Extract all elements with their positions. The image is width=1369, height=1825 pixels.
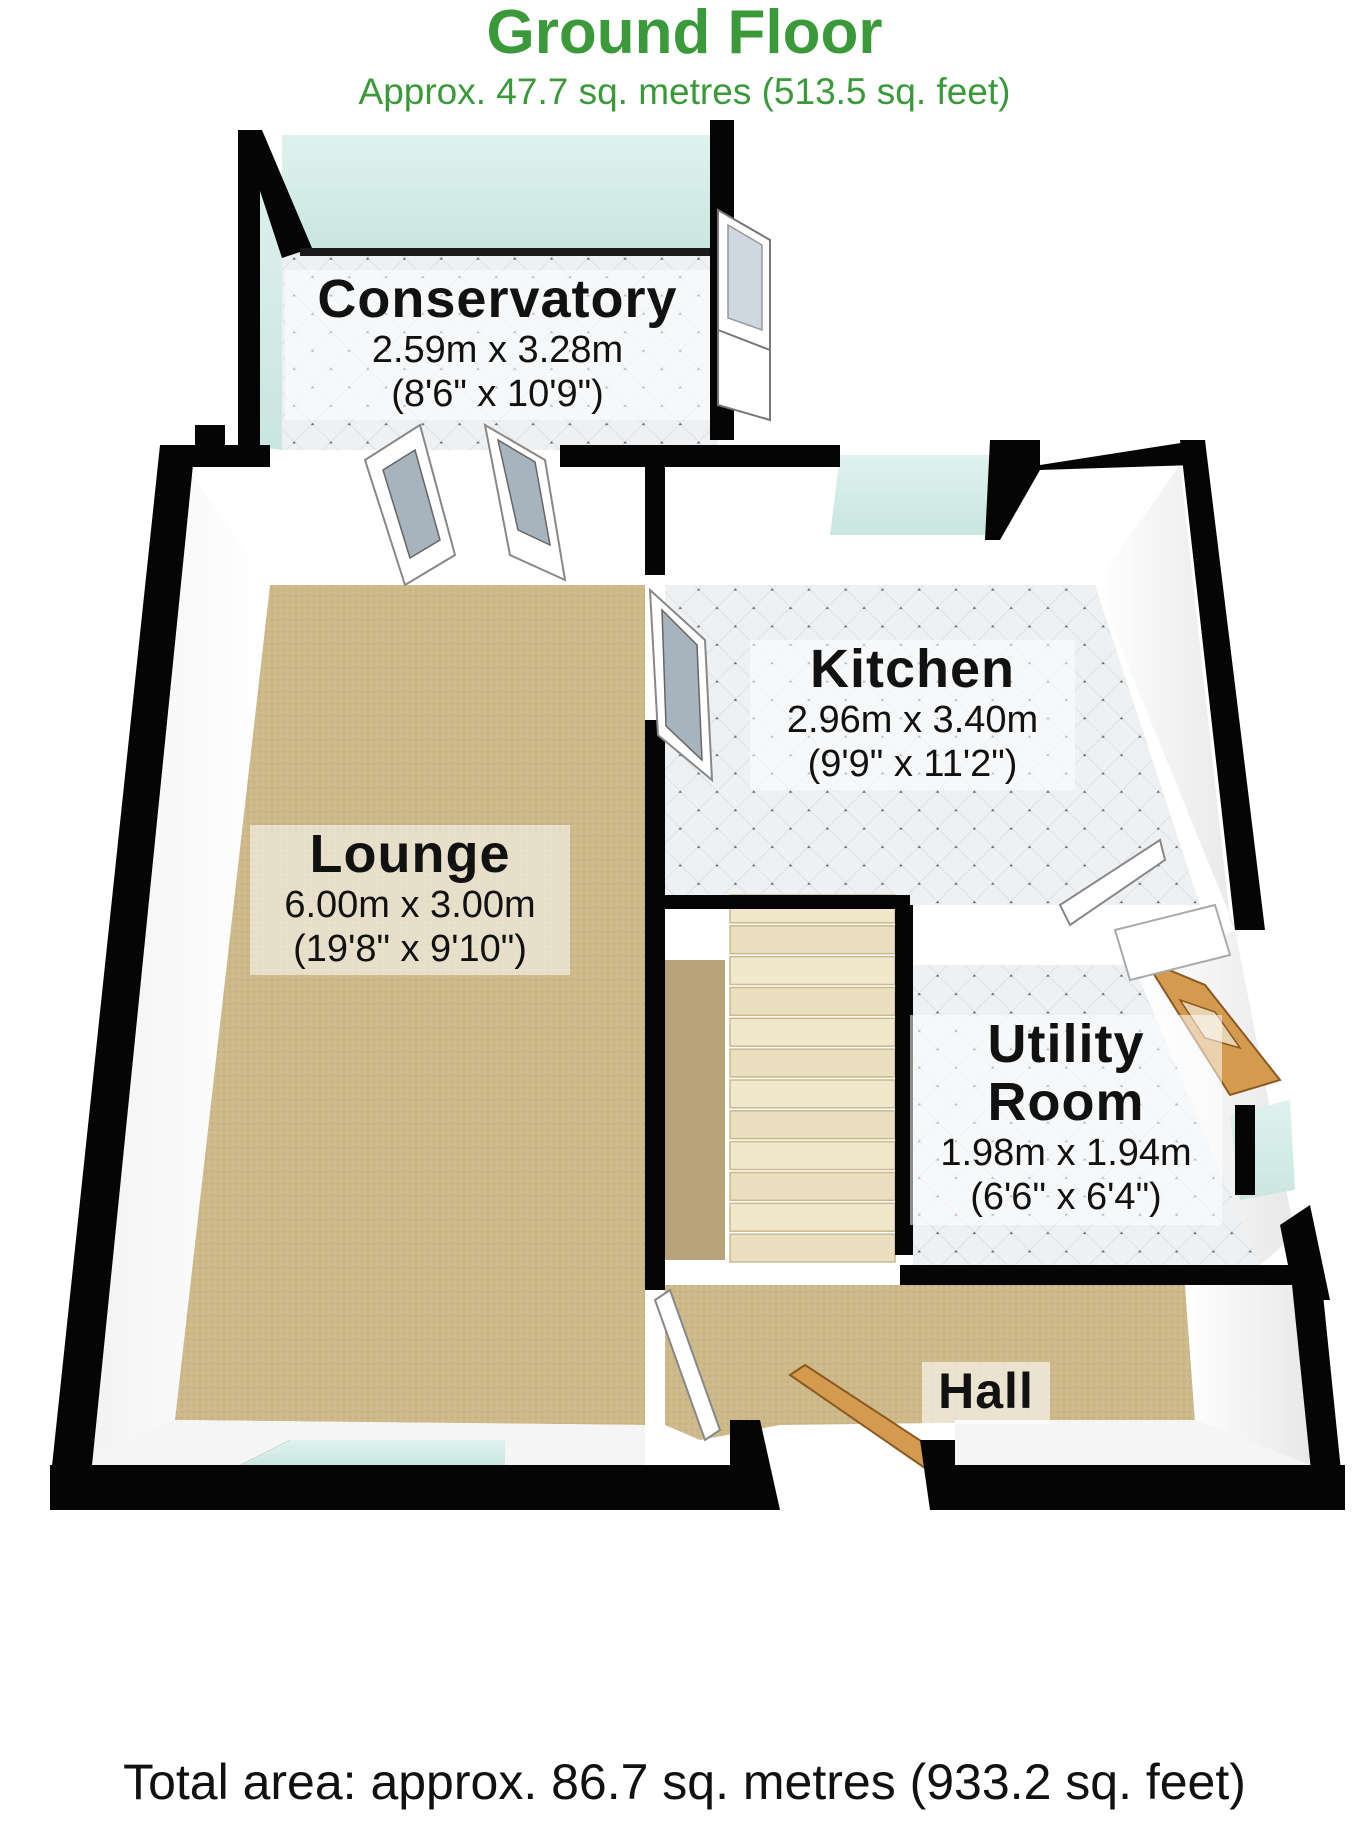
utility-wall-back — [913, 905, 1140, 980]
stair-steps — [729, 894, 896, 1263]
stair-step — [729, 925, 896, 955]
stair-step — [729, 1110, 896, 1140]
hall-lounge-door — [653, 1288, 722, 1442]
conservatory-door — [717, 208, 771, 422]
kitchen-wall-back — [665, 465, 1180, 585]
floor-title: Ground Floor — [486, 0, 883, 67]
hall-wall-front — [955, 1420, 1310, 1465]
conservatory-glass-back — [282, 135, 710, 250]
lounge-metric: 6.00m x 3.00m — [284, 884, 536, 926]
stair-step — [729, 1233, 896, 1263]
hall-porch-left — [730, 1420, 780, 1510]
utility-name-line1: Utility — [987, 1014, 1145, 1074]
lounge-label: Lounge 6.00m x 3.00m (19'8" x 9'10") — [250, 825, 570, 975]
stair-step — [729, 1202, 896, 1232]
hall-label: Hall — [922, 1362, 1050, 1424]
kitchen-outer-wall-right — [1180, 440, 1265, 930]
conservatory-label: Conservatory 2.59m x 3.28m (8'6" x 10'9"… — [285, 270, 710, 420]
kitchen-name: Kitchen — [809, 639, 1016, 699]
lounge-name: Lounge — [309, 824, 511, 884]
lounge-outer-wall-bottom — [50, 1440, 730, 1510]
utility-window-frame — [1235, 1105, 1255, 1195]
utility-counter — [1113, 903, 1232, 982]
hall-wall-right — [1185, 1285, 1310, 1465]
lounge-floor — [175, 585, 645, 1425]
hall-outer-wall-bottom — [955, 1465, 1345, 1510]
understairs — [665, 960, 725, 1260]
utility-imperial: (6'6" x 6'4") — [970, 1176, 1162, 1218]
lounge-french-doors — [363, 423, 567, 587]
lounge-outer-wall-top-left — [160, 445, 270, 467]
lounge-outer-wall-top-mid — [195, 425, 225, 455]
stair-step — [729, 1140, 896, 1171]
stairs-wall-top — [650, 895, 910, 909]
utility-metric: 1.98m x 1.94m — [940, 1132, 1192, 1174]
conservatory-frame-back — [300, 248, 710, 256]
lounge-imperial: (19'8" x 9'10") — [293, 928, 527, 970]
kitchen-inner-wall-left-lower — [645, 720, 665, 1290]
stair-step — [729, 1017, 896, 1047]
stair-step — [729, 1048, 896, 1078]
stair-step — [729, 986, 896, 1017]
stairs-area — [650, 894, 913, 1275]
lounge-outer-wall-top-right — [560, 445, 660, 467]
kitchen-label: Kitchen 2.96m x 3.40m (9'9" x 11'2") — [750, 640, 1075, 790]
kitchen-wall-top-left — [650, 445, 840, 467]
kitchen-inner-wall-left — [645, 465, 665, 575]
kitchen-wall-right — [1095, 465, 1240, 940]
kitchen-window — [830, 455, 1000, 535]
conservatory-imperial: (8'6" x 10'9") — [391, 373, 604, 415]
utility-room-label: Utility Room 1.98m x 1.94m (6'6" x 6'4") — [910, 1015, 1222, 1225]
conservatory-metric: 2.59m x 3.28m — [371, 329, 624, 371]
floor-area: Approx. 47.7 sq. metres (513.5 sq. feet) — [358, 71, 1011, 112]
stairs-wall-right — [895, 905, 913, 1255]
floor-plan — [50, 120, 1345, 1510]
lounge-area — [50, 423, 730, 1510]
lounge-outer-wall-left — [50, 445, 195, 1485]
hall-porch-right — [920, 1440, 955, 1510]
hall-outer-wall-right — [1290, 1265, 1345, 1510]
conservatory-frame-left — [238, 130, 260, 450]
lounge-wall-left — [75, 465, 270, 1465]
kitchen-imperial: (9'9" x 11'2") — [807, 743, 1018, 785]
kitchen-metric: 2.96m x 3.40m — [786, 699, 1039, 741]
lounge-bay-glass — [240, 1440, 505, 1465]
total-area: Total area: approx. 86.7 sq. metres (933… — [123, 1754, 1246, 1810]
kitchen-wall-top-right — [985, 440, 1200, 540]
kitchen-door — [648, 587, 714, 783]
hall-name: Hall — [938, 1363, 1034, 1419]
stair-step — [729, 1171, 896, 1202]
stair-step — [729, 955, 896, 986]
conservatory-name: Conservatory — [317, 269, 678, 329]
utility-wall-bottom — [900, 1265, 1295, 1285]
utility-name-line2: Room — [987, 1072, 1145, 1132]
stair-step — [729, 1079, 896, 1109]
utility-kitchen-door — [1058, 838, 1167, 927]
